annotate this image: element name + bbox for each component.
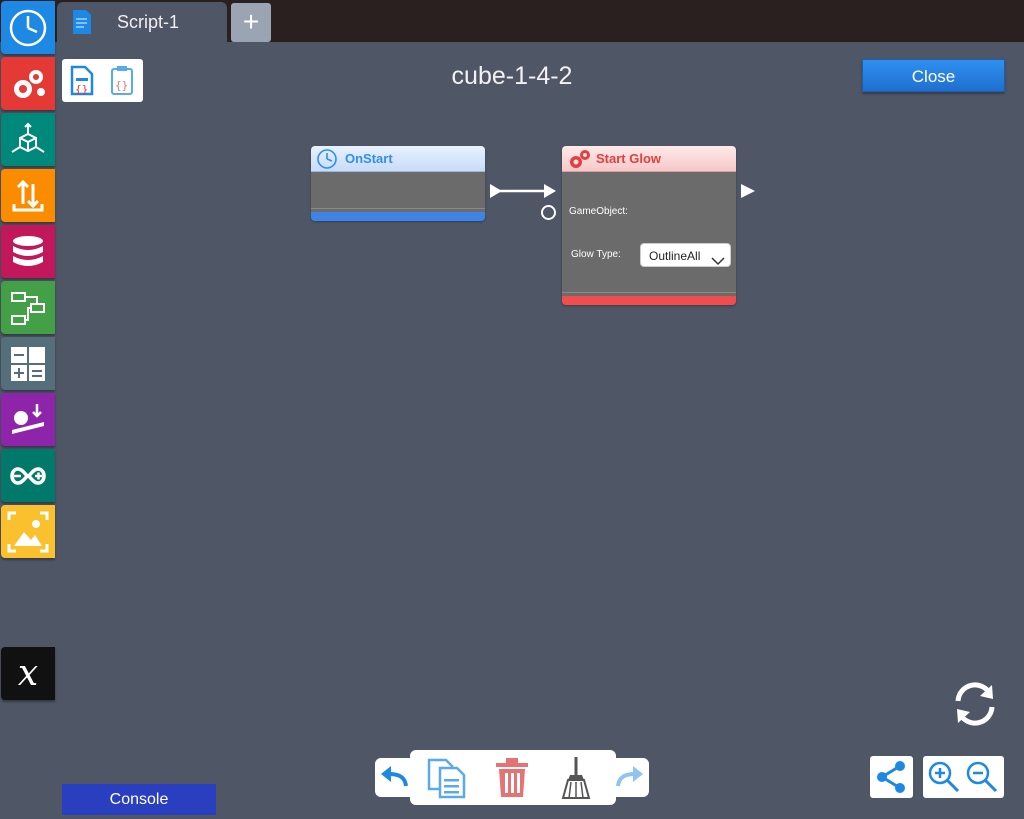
clock-icon (9, 9, 47, 46)
node-header: Start Glow (562, 146, 736, 172)
copy-icon[interactable] (426, 757, 470, 804)
physics-icon (12, 403, 44, 434)
node-header: OnStart (311, 146, 485, 172)
arduino-icon (10, 466, 46, 485)
sidebar-item-variables[interactable]: x (1, 647, 55, 700)
close-button[interactable]: Close (862, 59, 1005, 92)
share-button[interactable] (870, 756, 913, 798)
add-tab-button[interactable]: + (231, 3, 271, 42)
script-file-icon (71, 8, 93, 41)
node-title: OnStart (345, 151, 393, 166)
node-separator (562, 292, 736, 293)
sidebar-item-data[interactable] (1, 225, 55, 278)
refresh-icon[interactable] (948, 677, 1002, 736)
sidebar-item-physics[interactable] (1, 393, 55, 446)
sidebar-item-flow[interactable] (1, 281, 55, 334)
glow-type-label: Glow Type: (571, 249, 621, 260)
tab-script-1[interactable]: Script-1 (57, 2, 227, 42)
node-onstart[interactable]: OnStart (311, 146, 485, 221)
3d-axes-icon (11, 122, 45, 153)
database-icon (13, 235, 43, 266)
script-tools: {} {} (62, 59, 143, 102)
node-separator (311, 208, 485, 209)
node-start-glow[interactable]: Start Glow GameObject: Glow Type: Outlin… (562, 146, 736, 305)
broom-icon[interactable] (561, 756, 591, 805)
gameobject-input-port[interactable] (541, 205, 556, 220)
redo-icon[interactable] (615, 764, 645, 795)
gameobject-label: GameObject: (569, 206, 628, 217)
output-port-arrow[interactable] (740, 183, 756, 199)
calculator-icon (11, 346, 45, 381)
category-sidebar: x (0, 0, 56, 819)
sidebar-item-actions[interactable] (1, 57, 55, 110)
connection-arrow (490, 184, 556, 198)
image-icon (7, 511, 49, 552)
sidebar-item-order[interactable] (1, 169, 55, 222)
chevron-down-icon (711, 250, 725, 274)
sidebar-item-events[interactable] (1, 1, 55, 54)
paste-code-icon[interactable]: {} (108, 64, 138, 102)
tab-label: Script-1 (117, 12, 180, 32)
undo-icon[interactable] (379, 764, 409, 795)
clock-icon (316, 148, 338, 179)
sidebar-item-arduino[interactable] (1, 449, 55, 502)
svg-text:{}: {} (115, 79, 128, 92)
glow-type-select[interactable]: OutlineAll (640, 243, 731, 267)
share-icon (877, 761, 905, 793)
glow-type-value: OutlineAll (649, 249, 701, 263)
variable-icon: x (17, 652, 39, 694)
zoom-in-icon[interactable] (927, 760, 961, 799)
sidebar-item-media[interactable] (1, 505, 55, 558)
node-title: Start Glow (596, 151, 662, 166)
gears-icon (567, 148, 593, 179)
trash-icon[interactable] (493, 757, 531, 804)
page-title: cube-1-4-2 (451, 62, 573, 90)
node-footer (562, 296, 736, 305)
svg-text:{}: {} (75, 83, 88, 96)
zoom-out-icon[interactable] (965, 760, 999, 799)
gears-icon (14, 69, 45, 98)
flow-icon (11, 291, 45, 325)
sort-icon (12, 179, 44, 211)
script-code-icon[interactable]: {} (68, 64, 98, 102)
node-footer (311, 212, 485, 221)
edit-toolbar (375, 750, 649, 805)
sidebar-item-math[interactable] (1, 337, 55, 390)
console-button[interactable]: Console (62, 784, 216, 815)
sidebar-item-transform[interactable] (1, 113, 55, 166)
zoom-controls (923, 756, 1004, 798)
